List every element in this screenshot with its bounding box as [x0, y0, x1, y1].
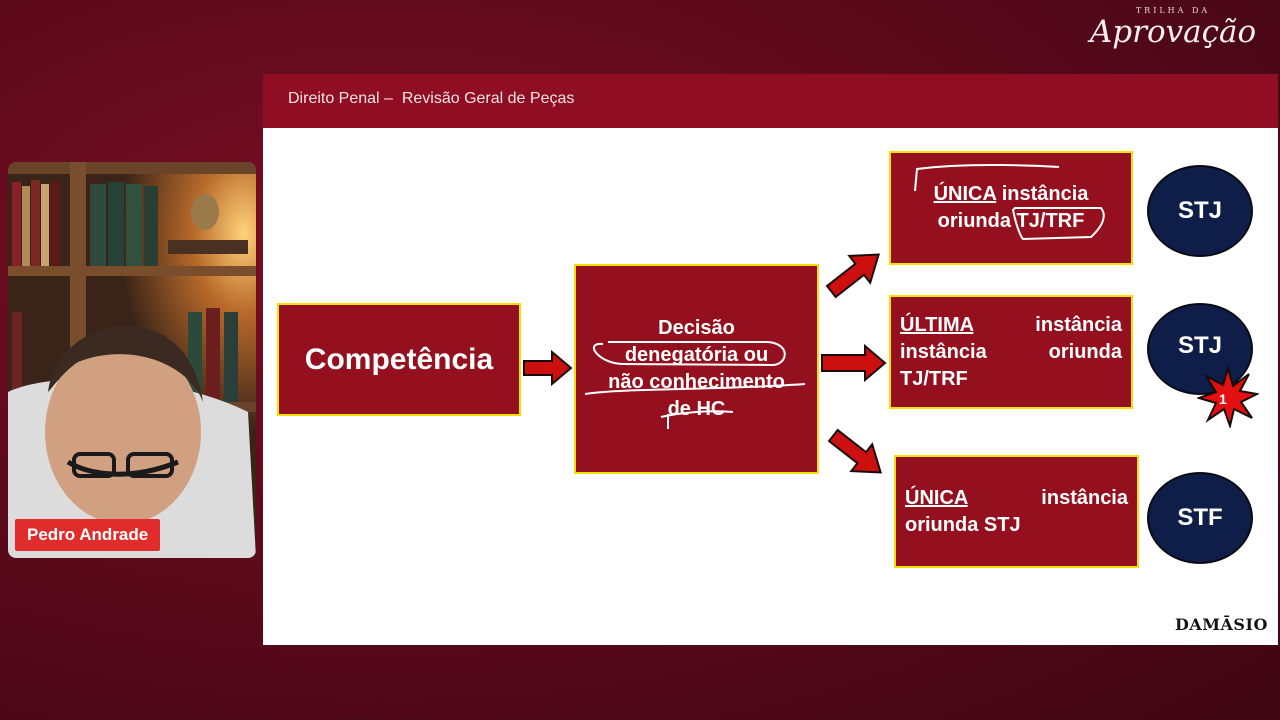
outcome-line: ÚLTIMA instância	[900, 312, 1122, 339]
outcome-line: ÚNICA instância	[905, 485, 1128, 512]
court-circle-stj: STJ	[1147, 165, 1253, 257]
arrow-down-right-icon	[827, 428, 883, 474]
starburst-icon: 1	[1197, 366, 1259, 428]
outcome-emphasis: ÚLTIMA	[900, 313, 974, 336]
competencia-label: Competência	[304, 342, 494, 376]
court-label: STJ	[1177, 332, 1222, 359]
outcome-box-ultima-tj: ÚLTIMA instância instância oriunda TJ/TR…	[889, 295, 1133, 409]
decisao-box: Decisão denegatória ou não conhecimento …	[574, 264, 819, 474]
outcome-line: oriunda STJ	[905, 513, 1021, 536]
bookshelf	[12, 180, 248, 402]
court-label: STF	[1177, 504, 1223, 531]
presentation-slide: Direito Penal – Revisão Geral de Peças C…	[263, 74, 1278, 645]
outcome-line: instância oriunda	[900, 340, 1122, 363]
slide-title: Direito Penal – Revisão Geral de Peças	[288, 90, 575, 107]
court-circle-stj: STJ	[1147, 303, 1253, 395]
webcam-image	[8, 162, 256, 558]
court-label: STJ	[1177, 197, 1222, 224]
presenter-name-tag: Pedro Andrade	[15, 519, 161, 551]
outcome-text: instância	[967, 486, 1128, 509]
outcome-box-unica-stj: ÚNICA instância oriunda STJ	[894, 455, 1139, 568]
outcome-text: instância	[996, 183, 1089, 205]
presenter	[8, 325, 256, 558]
webcam-feed: Pedro Andrade	[8, 162, 256, 558]
starburst-label: 1	[1219, 391, 1227, 407]
brand-logo-name: Aprovação	[1089, 14, 1257, 50]
outcome-box-unica-tj: ÚNICA instância oriunda TJ/TRF	[889, 151, 1133, 265]
arrow-right-icon	[523, 349, 573, 387]
brand-logo-tagline: TRILHA DA	[1135, 6, 1211, 15]
arrow-up-right-icon	[825, 253, 881, 299]
damasio-logo: DAMĀSIO	[1175, 615, 1268, 634]
decisao-line: de HC	[667, 398, 726, 420]
outcome-line: ÚNICA instância	[934, 181, 1089, 208]
slide-header: Direito Penal – Revisão Geral de Peças	[263, 74, 1278, 128]
court-circle-stf: STF	[1147, 472, 1253, 564]
outcome-line: TJ/TRF	[900, 367, 968, 390]
outcome-line: oriunda TJ/TRF	[937, 210, 1085, 232]
arrow-right-icon	[821, 343, 887, 383]
decisao-line: denegatória ou	[624, 344, 769, 366]
competencia-box: Competência	[277, 303, 521, 416]
brand-logo: TRILHA DA Aprovação	[1088, 6, 1258, 52]
decisao-line: Decisão	[658, 317, 735, 339]
outcome-emphasis: ÚNICA	[905, 486, 968, 509]
outcome-text: instância	[973, 313, 1122, 336]
decisao-line: não conhecimento	[608, 371, 785, 393]
flow-arrows	[523, 253, 887, 474]
outcome-emphasis: ÚNICA	[933, 183, 997, 205]
